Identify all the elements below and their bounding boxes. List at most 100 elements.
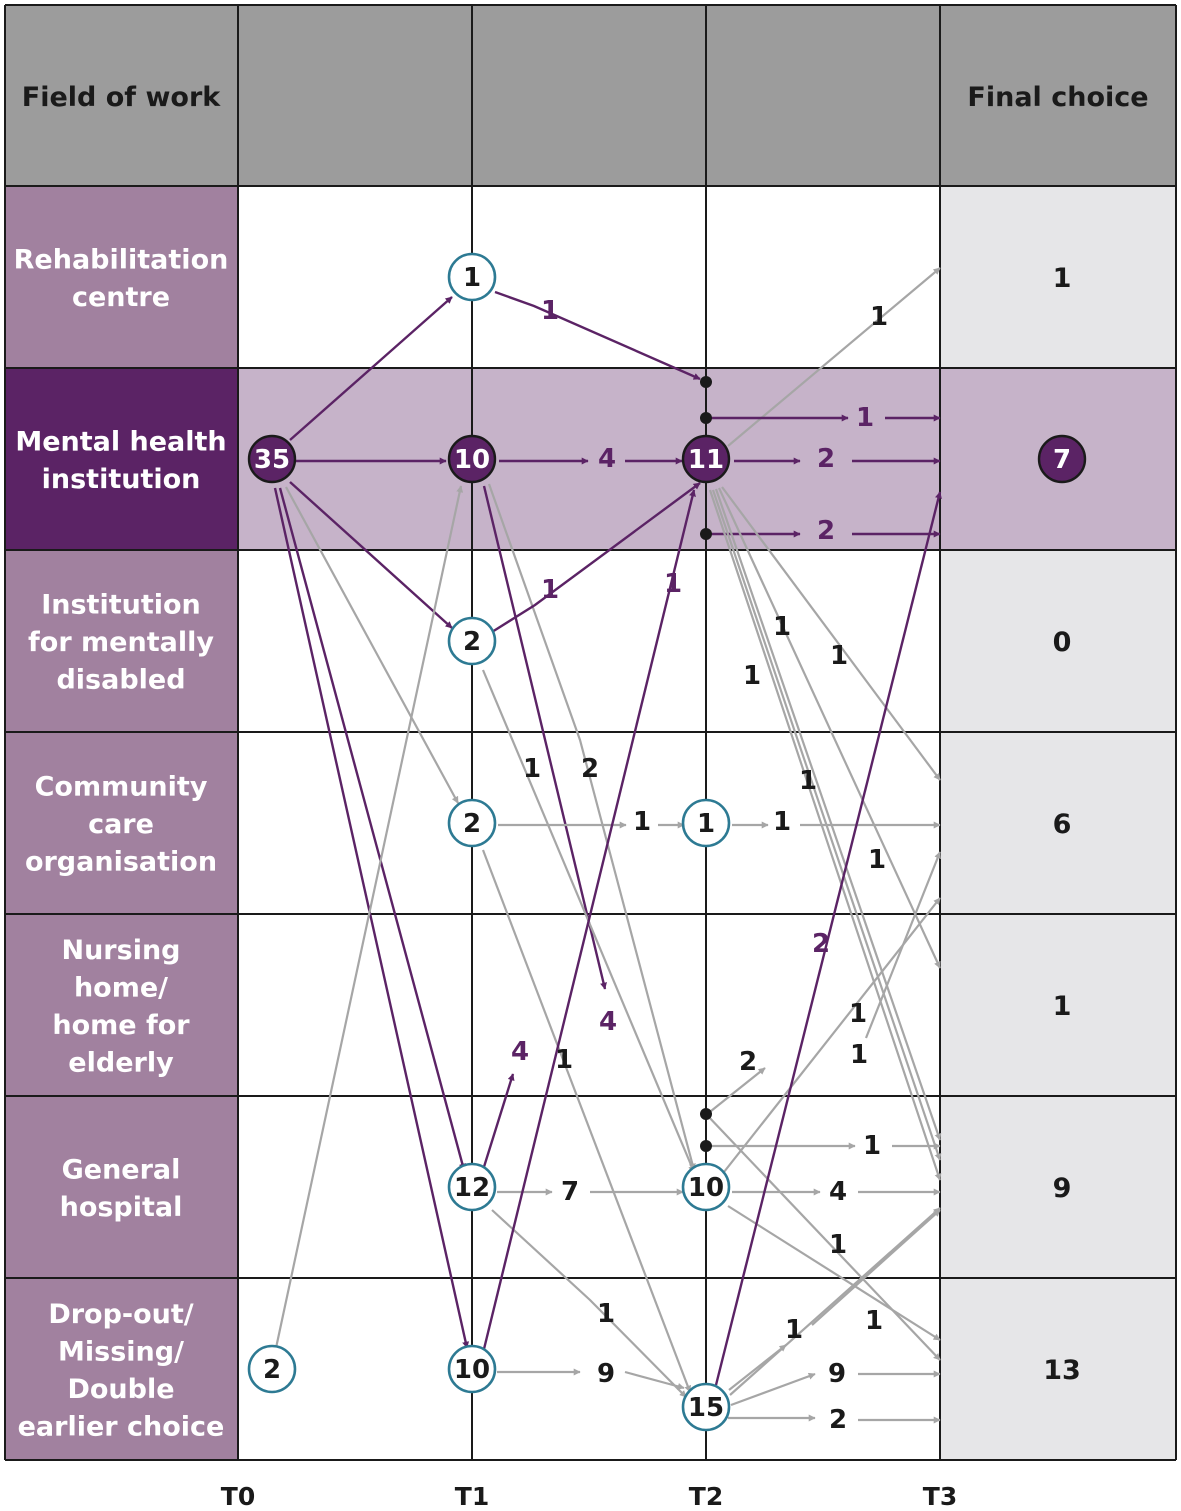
- flow-label: 1: [850, 1040, 868, 1070]
- row-label-mental: institution: [42, 464, 201, 495]
- row-label-cell-nursing: [5, 914, 238, 1096]
- header-field-of-work: Field of work: [22, 82, 221, 113]
- final-value-disabled: 0: [1053, 627, 1072, 658]
- node-t1-community: 2: [447, 798, 497, 848]
- flow-arrow: [491, 1209, 687, 1398]
- final-cell-disabled: [940, 550, 1176, 732]
- flow-arrow: [278, 487, 466, 1171]
- header-band: [5, 5, 1176, 186]
- node-t0-mental: 35: [247, 434, 297, 484]
- table-text: Field of work Final choice T0 T1 T2 T3 R…: [14, 82, 1149, 1511]
- flow-arrow: [624, 1370, 685, 1390]
- flow-label: 7: [561, 1177, 579, 1207]
- flow-label: 1: [865, 1306, 883, 1336]
- flow-label: 1: [743, 661, 761, 691]
- node-t1-rehab: 1: [447, 252, 497, 302]
- flow-label: 1: [541, 575, 559, 605]
- flow-arrow: [730, 1372, 816, 1407]
- flow-arrow: [705, 1113, 941, 1361]
- node-value: 1: [697, 809, 715, 839]
- node-circle: [681, 798, 731, 848]
- row-label-general: hospital: [60, 1192, 183, 1223]
- time-label-t1: T1: [455, 1482, 489, 1511]
- row-label-dropout: Double: [67, 1374, 174, 1405]
- flow-label: 1: [863, 1131, 881, 1161]
- row-label-cell-mental: [5, 368, 238, 550]
- flow-arrow: [727, 267, 941, 447]
- row-label-dropout: Missing/: [58, 1336, 184, 1367]
- flow-label: 4: [829, 1177, 847, 1207]
- node-circle: [247, 1344, 297, 1394]
- row-label-nursing: home/: [74, 972, 168, 1003]
- node-value: 15: [688, 1393, 724, 1423]
- flow-label: 1: [829, 1230, 847, 1260]
- row-label-cell-dropout: [5, 1278, 238, 1460]
- flow-arrow: [721, 486, 941, 781]
- flow-arrow: [481, 1073, 515, 1171]
- flow-label: 2: [581, 754, 599, 784]
- flow-label: 4: [599, 1007, 617, 1037]
- row-label-disabled: for mentally: [28, 627, 214, 658]
- flow-label: 4: [598, 444, 616, 474]
- flow-label: 1: [664, 569, 682, 599]
- node-circle: [681, 434, 731, 484]
- row-band-disabled: [238, 550, 940, 732]
- flow-label: 2: [812, 929, 830, 959]
- table-background: [5, 5, 1176, 1460]
- flow-arrows: [273, 267, 942, 1424]
- flow-label: 1: [799, 766, 817, 796]
- flow-label: 1: [785, 1315, 803, 1345]
- flow-label: 1: [541, 296, 559, 326]
- node-circle: [681, 1382, 731, 1432]
- row-label-rehab: centre: [72, 282, 170, 313]
- node-value: 7: [1053, 445, 1071, 475]
- node-circle: [447, 434, 497, 484]
- row-band-nursing: [238, 914, 940, 1096]
- flow-label: 1: [870, 302, 888, 332]
- final-cell-nursing: [940, 914, 1176, 1096]
- flow-label: 9: [828, 1359, 846, 1389]
- row-label-nursing: elderly: [68, 1047, 174, 1078]
- flow-label: 1: [555, 1045, 573, 1075]
- row-label-dropout: Drop-out/: [48, 1299, 193, 1330]
- flow-label: 1: [849, 999, 867, 1029]
- flow-label: 1: [856, 403, 874, 433]
- flow-label: 1: [830, 641, 848, 671]
- node-t2-mental: 11: [681, 434, 731, 484]
- row-label-rehab: Rehabilitation: [14, 244, 229, 275]
- final-cell-community: [940, 732, 1176, 914]
- branch-dot: [700, 1108, 712, 1120]
- flow-arrow: [729, 1207, 941, 1396]
- branch-dots: [700, 376, 712, 1152]
- flow-arrow: [714, 488, 942, 1141]
- final-cell-dropout: [940, 1278, 1176, 1460]
- node-value: 12: [454, 1173, 490, 1203]
- branch-dot: [700, 376, 712, 388]
- flow-label: 1: [523, 754, 541, 784]
- flow-arrow: [727, 1205, 941, 1341]
- header-final-choice: Final choice: [967, 82, 1148, 113]
- node-circle: [447, 616, 497, 666]
- flow-arrow: [718, 487, 941, 969]
- node-value: 11: [688, 445, 724, 475]
- flow-arrow: [714, 491, 942, 1386]
- node-t0-dropout: 2: [247, 1344, 297, 1394]
- final-value-rehab: 1: [1053, 263, 1072, 294]
- final-cell-general: [940, 1096, 1176, 1278]
- branch-dot: [700, 412, 712, 424]
- node-t1-mental: 10: [447, 434, 497, 484]
- row-label-community: Community: [35, 772, 208, 803]
- row-label-cell-disabled: [5, 550, 238, 732]
- row-label-disabled: disabled: [56, 665, 185, 696]
- flow-label: 1: [773, 612, 791, 642]
- flow-arrow: [487, 483, 696, 1171]
- final-value-dropout: 13: [1043, 1355, 1081, 1386]
- node-circle: [681, 1162, 731, 1212]
- flow-arrow: [285, 486, 459, 804]
- flow-arrow: [482, 485, 607, 990]
- flow-arrow: [289, 481, 453, 629]
- time-label-t0: T0: [221, 1482, 255, 1511]
- flow-arrow: [491, 482, 701, 634]
